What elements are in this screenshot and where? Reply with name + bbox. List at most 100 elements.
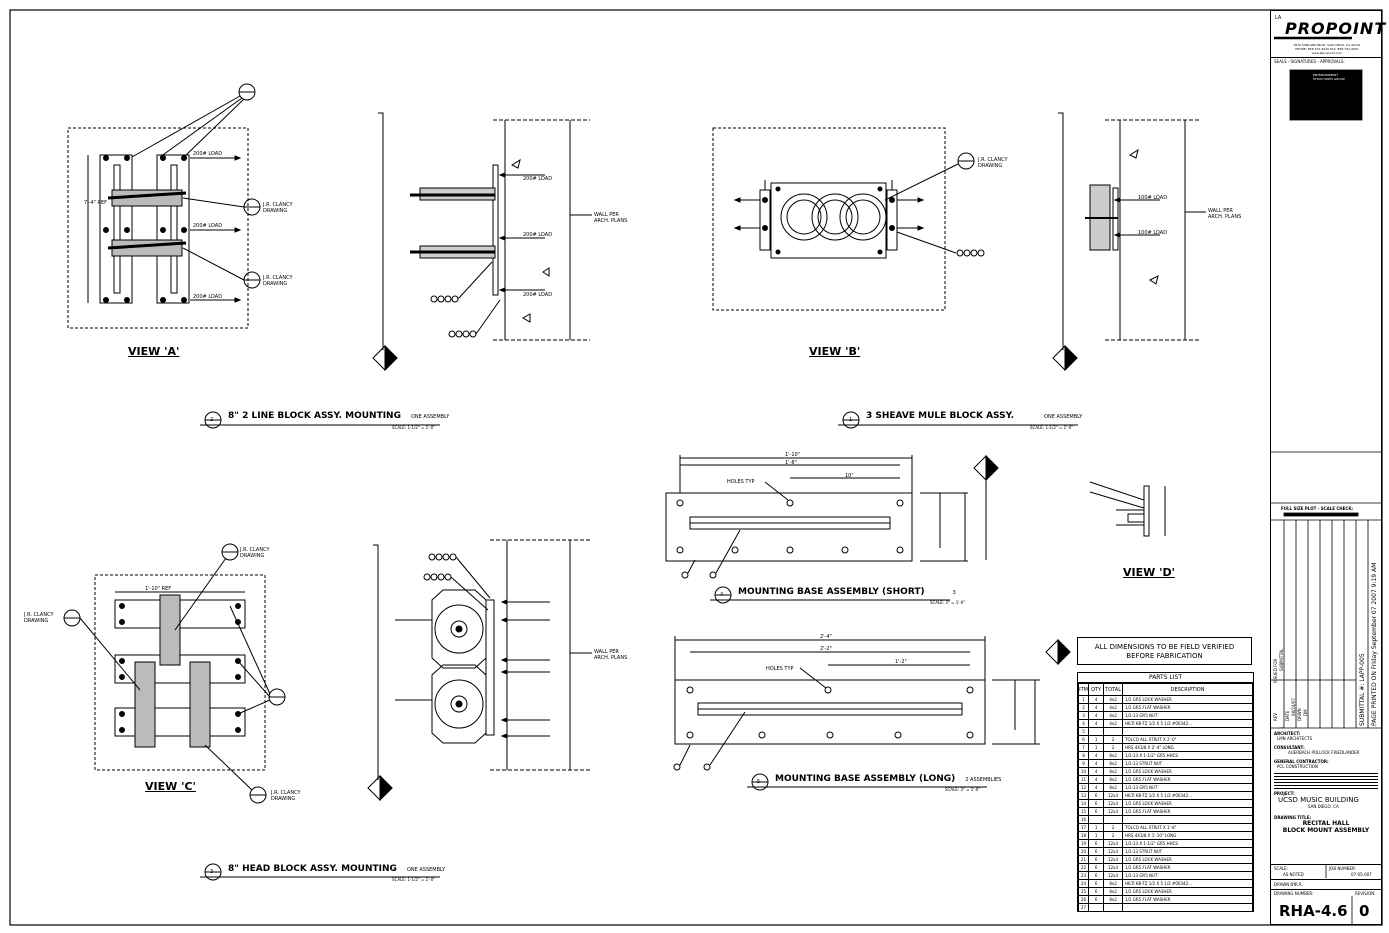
rev-header-drwn: DRWN [1297, 708, 1302, 721]
parts-cell-desc: 1/2 GR5 FLAT WASHER [1122, 703, 1253, 712]
architect-value: LMN ARCHITECTS [1277, 736, 1312, 741]
parts-cell-total: 8x2 [1103, 759, 1124, 768]
caption-2-scale: SCALE: 1-1/2" = 1'-0" [392, 425, 436, 430]
caption-2-title: 8" 2 LINE BLOCK ASSY. MOUNTING [228, 411, 401, 421]
section-a-drawing [372, 112, 592, 372]
table-row: 16 [1077, 815, 1253, 824]
parts-list-title: PARTS LIST [1078, 673, 1253, 683]
parts-cell-itm: 16 [1077, 815, 1090, 824]
parts-cell-qty: 6 [1088, 807, 1105, 816]
rev-header-rev: REV [1273, 712, 1278, 721]
caption-markers [200, 411, 1078, 881]
gc-value: PCL CONSTRUCTION [1277, 764, 1318, 769]
load-label-a1: 200# LOAD [193, 151, 223, 157]
parts-cell-desc: HILTI KB-TZ 1/2 X 5 1/2 #00342... [1122, 879, 1253, 888]
drawing-title-1: RECITAL HALL [1302, 820, 1350, 827]
section-c-drawing [367, 539, 592, 802]
wall-label-c: WALL PER ARCH. PLANS [594, 649, 628, 661]
parts-cell-qty: 4 [1088, 767, 1105, 776]
drawing-number: RHA-4.6 [1279, 902, 1348, 920]
consultant-value: AUERBACH POLLOCK FRIEDLANDER [1288, 750, 1360, 755]
parts-cell-qty: 6 [1088, 871, 1105, 880]
parts-cell-qty: 6 [1088, 847, 1105, 856]
parts-cell-total: 8x2 [1103, 887, 1124, 896]
parts-cell-total [1103, 727, 1124, 736]
parts-cell-desc: 1/2-13 STRUT NUT [1122, 847, 1253, 856]
project-value: UCSD MUSIC BUILDING [1278, 796, 1359, 804]
parts-cell-total: 12x3 [1103, 871, 1124, 880]
parts-cell-qty: 4 [1088, 775, 1105, 784]
caption-5-num: 5 [757, 779, 761, 785]
view-c-drawing [63, 543, 286, 804]
parts-cell-qty: 4 [1088, 711, 1105, 720]
project-label: PROJECT: [1274, 791, 1295, 796]
project-info: ARCHITECT: LMN ARCHITECTS CONSULTANT: AU… [1274, 731, 1378, 834]
consultant-label: CONSULTANT: [1274, 745, 1305, 750]
parts-cell-itm: 5 [1077, 727, 1090, 736]
parts-cell-total: 12x3 [1103, 807, 1124, 816]
view-b-drawing [712, 127, 985, 311]
caption-5-scale: SCALE: 3" = 1'-0" [945, 787, 981, 792]
parts-cell-total: 12x3 [1103, 863, 1124, 872]
jr-clancy-label-c3: J.R. CLANCY DRAWING [271, 790, 301, 802]
dim-1-10-ref: 1'-10" REF [145, 586, 172, 592]
dim-7-4: 7'-4" REF [84, 200, 107, 206]
jr-clancy-label-c2: J.R. CLANCY DRAWING [24, 612, 54, 624]
parts-cell-qty [1088, 903, 1105, 912]
project-city: SAN DIEGO, CA [1308, 804, 1339, 809]
parts-cell-desc: 1/2 GR5 LOCK WASHER [1122, 799, 1253, 808]
parts-cell-itm: 7 [1077, 743, 1090, 752]
parts-cell-total: 4x2 [1103, 711, 1124, 720]
parts-cell-total: 12x3 [1103, 791, 1124, 800]
parts-cell-itm: 20 [1077, 847, 1090, 856]
parts-cell-desc: TOLCO ALL STRUT X 2'-0" [1122, 735, 1253, 744]
caption-1-qty: ONE ASSEMBLY [1044, 414, 1083, 420]
parts-cell-itm: 13 [1077, 791, 1090, 800]
caption-4-num: 4 [720, 592, 724, 598]
parts-cell-itm: 23 [1077, 871, 1090, 880]
parts-cell-desc: HRS 4X3/8 X 2'-4" LONG [1122, 743, 1253, 752]
caption-3-qty: ONE ASSEMBLY [406, 867, 446, 873]
parts-cell-desc [1122, 815, 1253, 824]
parts-cell-itm: 19 [1077, 839, 1090, 848]
parts-cell-itm: 25 [1077, 887, 1090, 896]
base-long-drawing [673, 636, 1071, 771]
section-b-drawing [1052, 112, 1206, 372]
parts-cell-desc: 1/2-13 X 1-1/2" GR5 HHCS [1122, 839, 1253, 848]
view-d-title: VIEW 'D' [1123, 566, 1175, 579]
dim-2-2: 2'-2" [820, 646, 832, 652]
parts-cell-itm: 27 [1077, 903, 1090, 912]
dim-1-10: 1'-10" [785, 452, 801, 458]
scale-value: AS NOTED [1283, 872, 1304, 877]
rev-row-drwn: DM [1303, 709, 1308, 716]
caption-2-num: 2 [210, 417, 214, 423]
drawing-title-label: DRAWING TITLE: [1274, 815, 1312, 820]
parts-cell-qty: 4 [1088, 695, 1105, 704]
full-size-label: FULL SIZE PLOT - SCALE CHECK: [1281, 506, 1354, 511]
architect-label: ARCHITECT: [1274, 731, 1301, 736]
parts-cell-total [1103, 903, 1124, 912]
parts-cell-desc: HRS 4X3/8 X 1'-10" LONG [1122, 831, 1253, 840]
parts-header-total: TOTAL [1103, 683, 1124, 696]
parts-cell-desc [1122, 727, 1253, 736]
parts-cell-qty: 4 [1088, 783, 1105, 792]
title-block: LA PROPOINT 7870 SUNLAND BLVD. SAN DIEGO… [1270, 10, 1385, 925]
jr-clancy-label-a2: J.R. CLANCY DRAWING [263, 275, 293, 287]
parts-header-itm: ITM [1077, 683, 1090, 696]
parts-cell-total: 4x2 [1103, 695, 1124, 704]
parts-cell-desc: 1/2-13 X 1-1/2" GR5 HHCS [1122, 751, 1253, 760]
parts-cell-qty: 4 [1088, 759, 1105, 768]
parts-cell-itm: 6 [1077, 735, 1090, 744]
parts-cell-qty: 6 [1088, 879, 1105, 888]
holes-typ-short: HOLES TYP [727, 479, 755, 485]
